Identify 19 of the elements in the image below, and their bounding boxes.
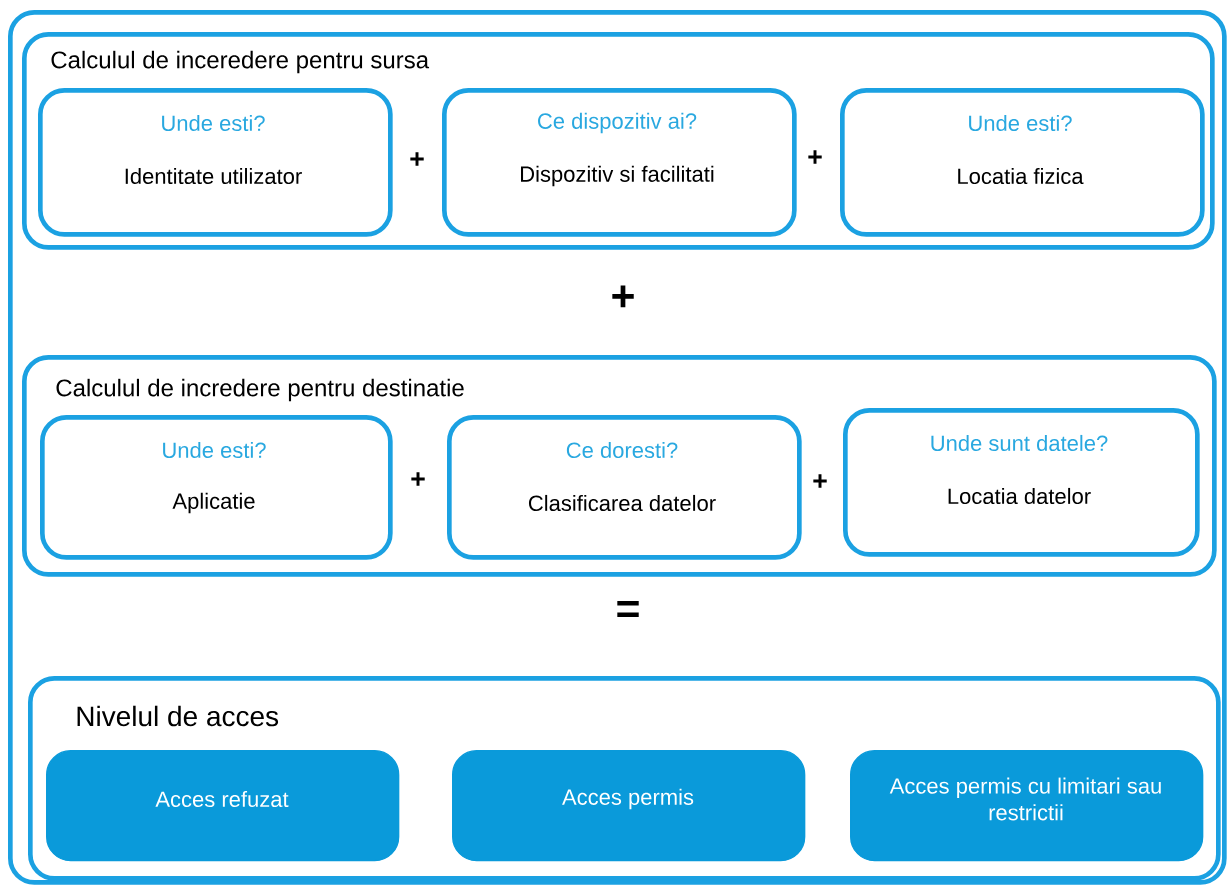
- criterion-box: Unde esti? Identitate utilizator: [38, 88, 393, 237]
- operator-sign: +: [411, 472, 425, 486]
- access-level-box: Acces refuzat: [46, 750, 400, 862]
- criterion-box: Unde sunt datele? Locatia datelor: [843, 408, 1200, 557]
- operator-sign: +: [612, 285, 634, 308]
- panel-title: Calculul de incredere pentru destinatie: [56, 378, 464, 402]
- access-level-box: Acces permis cu limitari sau restrictii: [850, 750, 1204, 862]
- panel-title: Nivelul de acces: [77, 705, 279, 727]
- panel-title: Calculul de inceredere pentru sursa: [51, 50, 430, 74]
- operator-sign: +: [410, 152, 424, 166]
- outer-frame: [8, 10, 1227, 885]
- operator-sign: +: [813, 474, 827, 488]
- criterion-box: Unde esti? Locatia fizica: [840, 88, 1205, 237]
- criterion-box: Ce doresti? Clasificarea datelor: [447, 415, 802, 560]
- operator-sign: =: [617, 600, 639, 617]
- access-level-box: Acces permis: [452, 750, 806, 862]
- criterion-box: Unde esti? Aplicatie: [40, 415, 393, 560]
- operator-sign: +: [808, 150, 822, 164]
- criterion-box: Ce dispozitiv ai? Dispozitiv si facilitati: [442, 88, 797, 237]
